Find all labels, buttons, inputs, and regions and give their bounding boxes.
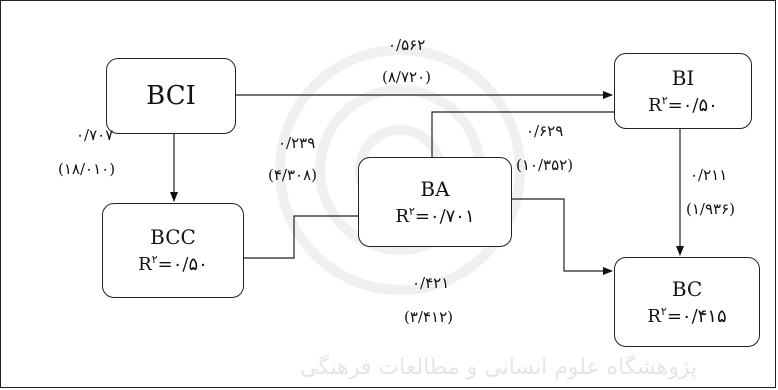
node-bcc: BCC R۲=۰/۵۰ [102, 203, 244, 298]
node-bcc-name: BCC [150, 225, 196, 249]
link-ba-bi [431, 111, 614, 157]
coef-bci-bi: ۰/۵۶۲ [388, 36, 426, 54]
node-bc-r2: R۲=۰/۴۱۵ [647, 304, 727, 327]
node-bi: BI R۲=۰/۵۰ [614, 53, 752, 129]
node-bi-r2: R۲=۰/۵۰ [648, 93, 718, 116]
node-ba: BA R۲=۰/۷۰۱ [358, 157, 512, 247]
tvalue-bci-ba: (۴/۳۰۸) [268, 166, 317, 184]
coef-ba-bc: ۰/۴۲۱ [412, 274, 450, 292]
node-bci-name: BCI [146, 81, 196, 111]
coef-ba-bi: ۰/۶۲۹ [526, 122, 564, 140]
tvalue-bci-bi: (۸/۷۲۰) [382, 68, 431, 86]
node-bc: BC R۲=۰/۴۱۵ [614, 257, 760, 347]
coef-bci-ba: ۰/۲۳۹ [278, 134, 316, 152]
tvalue-ba-bc: (۳/۴۱۲) [404, 308, 453, 326]
node-bcc-r2: R۲=۰/۵۰ [138, 253, 208, 275]
node-bc-name: BC [671, 276, 703, 301]
coef-bci-bcc: ۰/۷۰۷ [76, 126, 114, 144]
arrow-ba-bc [512, 198, 613, 275]
node-bci: BCI [106, 58, 236, 134]
tvalue-ba-bi: (۱۰/۳۵۲) [516, 156, 574, 174]
node-bi-name: BI [671, 65, 695, 90]
watermark-text: پژوهشگاه علوم انسانی و مطالعات فرهنگی [300, 355, 698, 380]
node-ba-name: BA [420, 176, 450, 201]
tvalue-bi-bc: (۱/۹۳۶) [686, 200, 735, 218]
link-bcc-ba [244, 215, 358, 259]
coef-bi-bc: ۰/۲۱۱ [690, 166, 728, 184]
tvalue-bci-bcc: (۱۸/۰۱۰) [58, 160, 116, 178]
node-ba-r2: R۲=۰/۷۰۱ [395, 204, 475, 227]
